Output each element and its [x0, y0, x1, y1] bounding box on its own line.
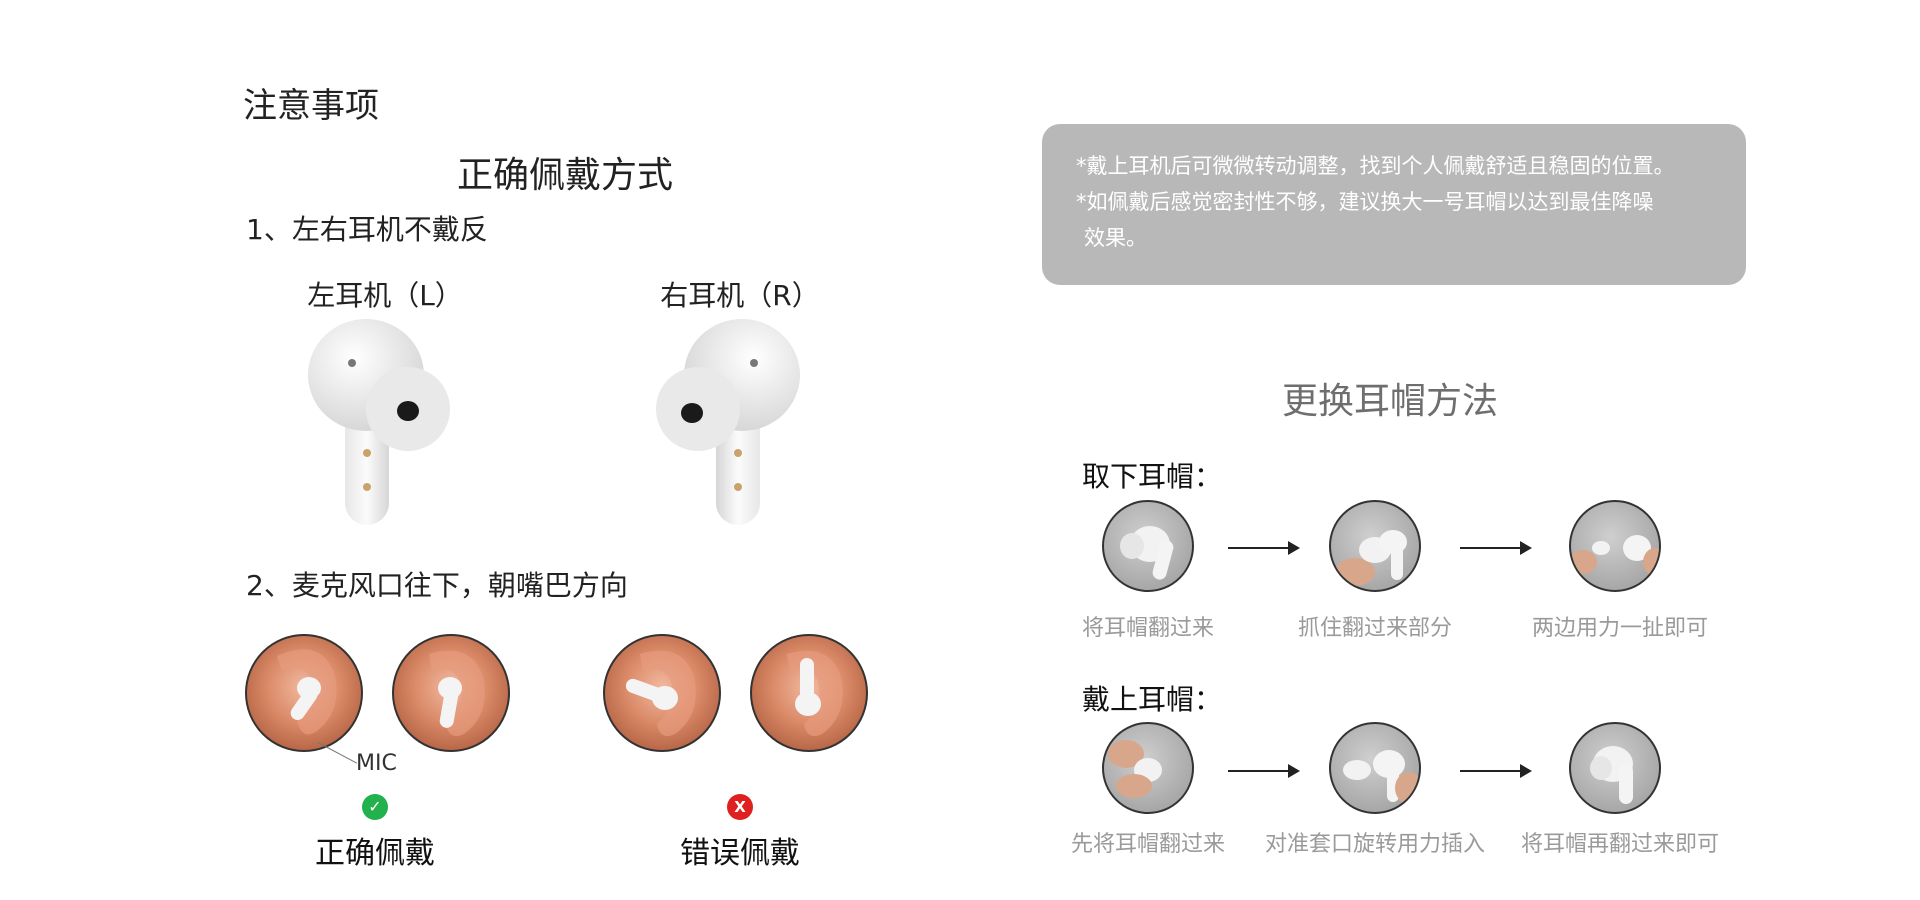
mic-label: MIC: [356, 751, 397, 776]
correct-wear-label: 正确佩戴: [315, 836, 435, 871]
install-step-1-image: [1102, 722, 1194, 814]
wrong-wear-label: 错误佩戴: [680, 836, 800, 871]
right-earbud-image: [656, 319, 800, 525]
install-arrow-1: [1228, 764, 1300, 778]
install-step-2-image: [1329, 722, 1421, 814]
check-icon: ✓: [362, 794, 388, 820]
remove-step-2-image: [1329, 500, 1421, 592]
correct-wear-title: 正确佩戴方式: [456, 155, 673, 196]
wrong-wear-photo-1: [603, 634, 721, 752]
x-icon: X: [727, 794, 753, 820]
remove-arrow-1: [1228, 541, 1300, 555]
replace-eartip-title: 更换耳帽方法: [1281, 381, 1498, 422]
install-arrow-2: [1460, 764, 1532, 778]
left-earbud-image: [308, 319, 450, 525]
left-earbud-label: 左耳机（L）: [307, 279, 463, 312]
wrong-wear-photo-2: [750, 634, 868, 752]
remove-step-3-image: [1569, 500, 1661, 592]
remove-step-2-caption: 抓住翻过来部分: [1297, 616, 1452, 641]
remove-arrow-2: [1460, 541, 1532, 555]
tip-line-1: *戴上耳机后可微微转动调整，找到个人佩戴舒适且稳固的位置。: [1076, 154, 1675, 178]
install-step-3-caption: 将耳帽再翻过来即可: [1520, 832, 1719, 857]
tip-line-3: 效果。: [1084, 226, 1147, 250]
tips-box: *戴上耳机后可微微转动调整，找到个人佩戴舒适且稳固的位置。 *如佩戴后感觉密封性…: [1042, 124, 1746, 285]
notice-title: 注意事项: [243, 86, 379, 126]
step-2-text: 2、麦克风口往下，朝嘴巴方向: [246, 569, 628, 602]
correct-wear-photo-2: [392, 634, 510, 752]
install-step-2-caption: 对准套口旋转用力插入: [1264, 832, 1485, 857]
remove-step-1-image: [1102, 500, 1194, 592]
step-1-text: 1、左右耳机不戴反: [246, 213, 488, 246]
correct-wear-photo-1: [245, 634, 363, 752]
remove-step-1-caption: 将耳帽翻过来: [1081, 616, 1214, 641]
install-eartip-title: 戴上耳帽：: [1082, 683, 1223, 716]
remove-eartip-title: 取下耳帽：: [1082, 460, 1223, 493]
remove-step-3-caption: 两边用力一扯即可: [1531, 616, 1708, 641]
install-step-3-image: [1569, 722, 1661, 814]
install-step-1-caption: 先将耳帽翻过来: [1070, 832, 1225, 857]
mic-pointer-line: [317, 742, 358, 764]
right-earbud-label: 右耳机（R）: [660, 279, 820, 312]
tip-line-2: *如佩戴后感觉密封性不够，建议换大一号耳帽以达到最佳降噪: [1076, 190, 1654, 214]
